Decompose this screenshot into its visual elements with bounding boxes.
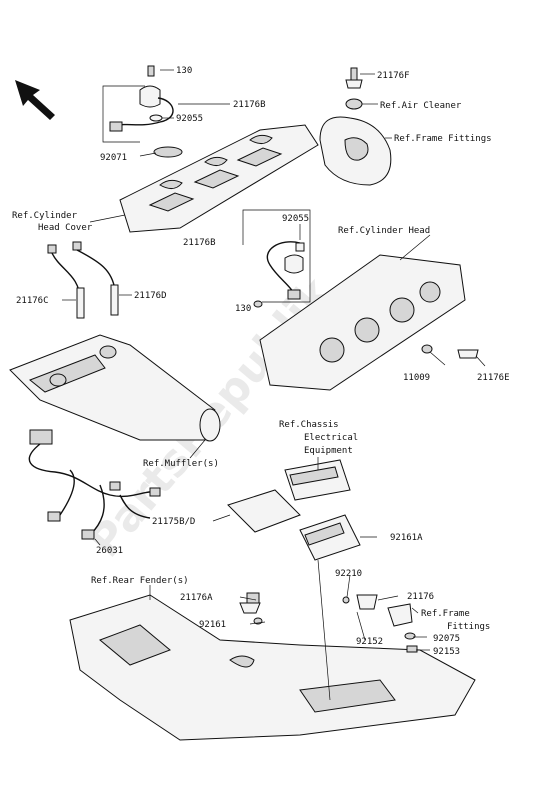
cylinder-head-drawing xyxy=(259,234,486,391)
label-ref-cylinder-head: Ref.Cylinder Head xyxy=(338,226,430,236)
label-ref-cylinder-head-cover-line2: Head Cover xyxy=(38,223,93,233)
label-92152: 92152 xyxy=(356,637,383,647)
sensor-21176f-drawing xyxy=(319,67,392,186)
label-130-top: 130 xyxy=(176,66,192,76)
callout-labels: 130 21176F 21176B Ref.Air Cleaner 92055 … xyxy=(12,66,510,657)
label-21176b-mid: 21176B xyxy=(183,238,216,248)
label-21176f: 21176F xyxy=(377,71,410,81)
label-92161: 92161 xyxy=(199,620,226,630)
label-92055-top: 92055 xyxy=(176,114,203,124)
label-92153: 92153 xyxy=(433,647,460,657)
label-92071: 92071 xyxy=(100,153,127,163)
label-ref-muffler: Ref.Muffler(s) xyxy=(143,459,219,469)
wiring-harness-26031-drawing xyxy=(28,429,161,546)
label-ref-chassis-line3: Equipment xyxy=(304,446,353,456)
label-21176e: 21176E xyxy=(477,373,510,383)
label-ref-chassis-line2: Electrical xyxy=(304,433,358,443)
label-21175b-d: 21175B/D xyxy=(152,517,195,527)
sensor-21176b-top-drawing xyxy=(102,65,230,158)
label-92210: 92210 xyxy=(335,569,362,579)
label-21176d: 21176D xyxy=(134,291,167,301)
label-ref-rear-fender: Ref.Rear Fender(s) xyxy=(91,576,189,586)
muffler-drawing xyxy=(9,334,221,459)
front-direction-arrow-icon xyxy=(15,80,55,120)
ecu-and-relays-drawing xyxy=(212,457,377,561)
label-92075: 92075 xyxy=(433,634,460,644)
label-ref-frame-fittings-top: Ref.Frame Fittings xyxy=(394,134,492,144)
label-ref-frame-fittings-bottom-line2: Fittings xyxy=(447,622,490,632)
label-ref-air-cleaner: Ref.Air Cleaner xyxy=(380,101,462,111)
label-21176: 21176 xyxy=(407,592,434,602)
label-92161a: 92161A xyxy=(390,533,423,543)
label-21176c: 21176C xyxy=(16,296,49,306)
label-ref-cylinder-head-cover-line1: Ref.Cylinder xyxy=(12,211,78,221)
label-ref-frame-fittings-bottom-line1: Ref.Frame xyxy=(421,609,470,619)
label-21176a: 21176A xyxy=(180,593,213,603)
label-21176b-top: 21176B xyxy=(233,100,266,110)
label-11009: 11009 xyxy=(403,373,430,383)
label-ref-chassis-line1: Ref.Chassis xyxy=(279,420,339,430)
cylinder-head-cover-drawing xyxy=(89,124,319,233)
rear-fender-drawing xyxy=(69,559,476,741)
sensor-21176b-mid-drawing xyxy=(242,209,311,308)
label-92055-mid: 92055 xyxy=(282,214,309,224)
o2-sensors-drawing xyxy=(47,241,132,319)
label-130-mid: 130 xyxy=(235,304,251,314)
label-26031: 26031 xyxy=(96,546,123,556)
